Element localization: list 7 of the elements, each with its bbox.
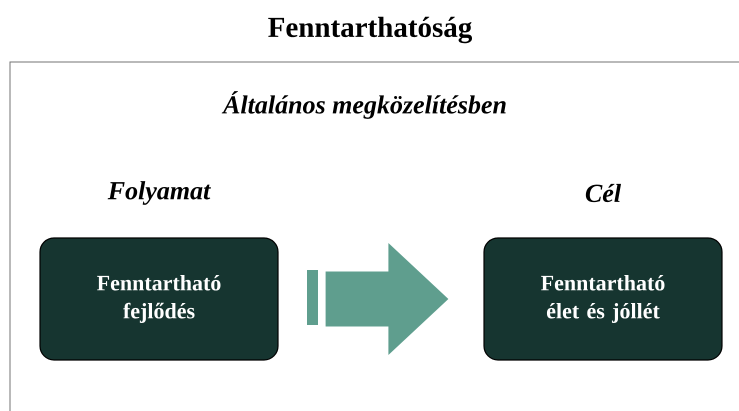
heading: Cél — [586, 184, 622, 202]
process-box: Fenntartható élet és jóllét — [483, 237, 723, 361]
process-box: Fenntartható fejlődés — [39, 237, 279, 361]
heading: Folyamat — [108, 181, 211, 205]
block-arrow — [326, 242, 448, 355]
title: Fenntarthatóság — [268, 16, 472, 44]
subtitle: Általános megközelítésben — [222, 91, 506, 119]
